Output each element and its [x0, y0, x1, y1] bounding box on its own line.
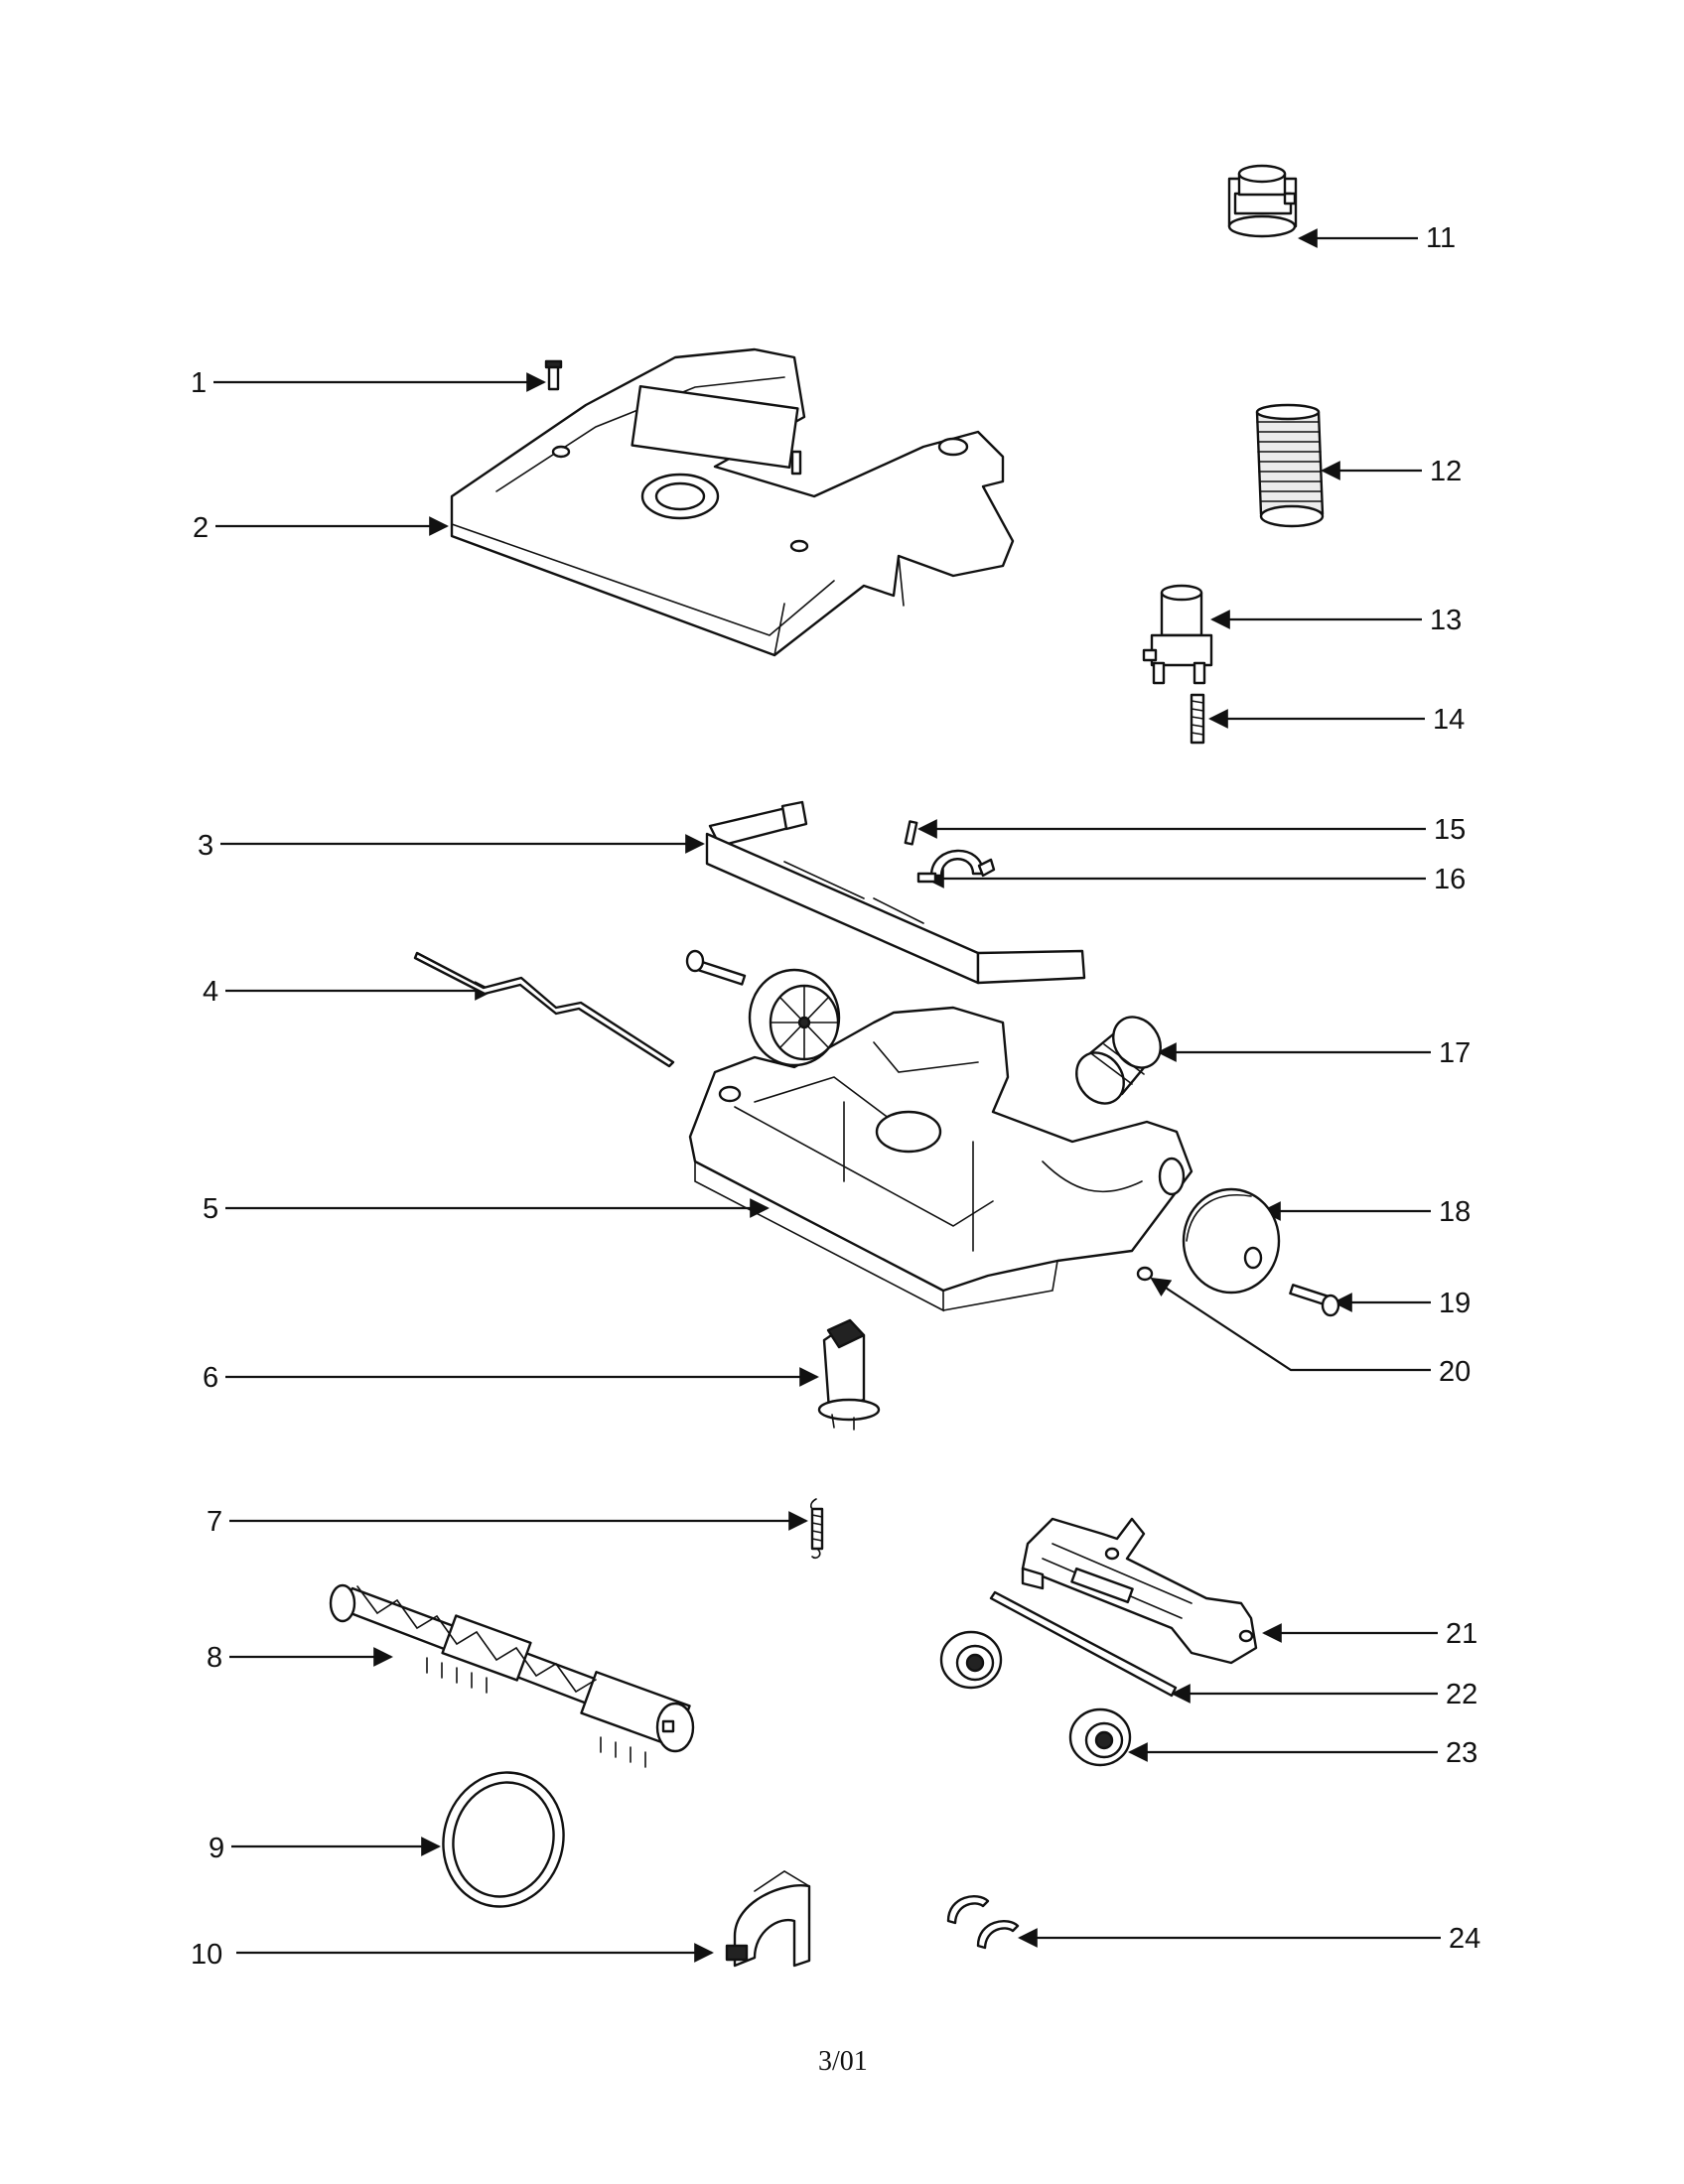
callout-label-18: 18 [1439, 1196, 1471, 1228]
part-11-hose-connector [1227, 164, 1298, 238]
part-20-washer [1136, 1266, 1154, 1282]
callout-label-16: 16 [1434, 864, 1466, 895]
leader-line-20 [1150, 1277, 1431, 1372]
part-22-axle [989, 1590, 1178, 1698]
part-9-belt [442, 1771, 565, 1908]
callout-label-2: 2 [193, 512, 209, 544]
part-21-carriage [1021, 1517, 1258, 1665]
callout-label-8: 8 [207, 1642, 222, 1674]
callout-label-13: 13 [1430, 605, 1462, 636]
callout-labels: 1 2 3 4 5 6 7 8 9 10 11 12 13 14 15 16 1… [191, 222, 1480, 1971]
part-15-screw [904, 820, 918, 846]
callout-label-15: 15 [1434, 814, 1466, 846]
axle-screw-left [685, 949, 747, 986]
part-7-spring [809, 1498, 824, 1560]
callout-label-14: 14 [1433, 704, 1465, 736]
wheel-left [748, 968, 841, 1067]
callout-label-20: 20 [1439, 1356, 1471, 1388]
callout-label-4: 4 [203, 976, 218, 1008]
part-24-clips [946, 1894, 1020, 1950]
callout-label-19: 19 [1439, 1288, 1471, 1319]
callout-label-10: 10 [191, 1939, 222, 1971]
callout-label-7: 7 [207, 1506, 222, 1538]
callout-label-21: 21 [1446, 1618, 1477, 1650]
part-23-wheel-b [1068, 1707, 1132, 1767]
callout-label-5: 5 [203, 1193, 218, 1225]
part-8-brushroll [329, 1583, 695, 1768]
callout-label-24: 24 [1449, 1923, 1480, 1955]
part-3-bumper [705, 800, 1086, 985]
callout-label-17: 17 [1439, 1037, 1471, 1069]
part-17-duct [1075, 1016, 1162, 1105]
callout-label-3: 3 [198, 830, 213, 862]
part-4-wire-strip [413, 951, 675, 1068]
part-18-wheel-cover [1182, 1187, 1281, 1295]
callout-label-1: 1 [191, 367, 207, 399]
part-23-wheel-a [939, 1630, 1003, 1690]
part-10-clip [725, 1870, 811, 1968]
part-16-bracket [916, 849, 996, 884]
callout-label-6: 6 [203, 1362, 218, 1394]
part-6-pedal [817, 1318, 881, 1431]
part-14-spring [1190, 693, 1205, 745]
part-2-hood [450, 347, 1015, 657]
date-code: 3/01 [818, 2046, 868, 2077]
callout-label-22: 22 [1446, 1679, 1477, 1710]
leader-lines [213, 228, 1441, 1963]
callout-label-12: 12 [1430, 456, 1462, 487]
callout-label-23: 23 [1446, 1737, 1477, 1769]
part-1-screw [544, 359, 563, 391]
callout-label-9: 9 [209, 1833, 224, 1864]
callout-label-11: 11 [1426, 222, 1456, 254]
part-12-hose-section [1255, 403, 1325, 528]
part-19-axle-screw [1289, 1284, 1340, 1317]
part-13-switch [1142, 584, 1213, 685]
part-5-base [688, 1006, 1193, 1312]
